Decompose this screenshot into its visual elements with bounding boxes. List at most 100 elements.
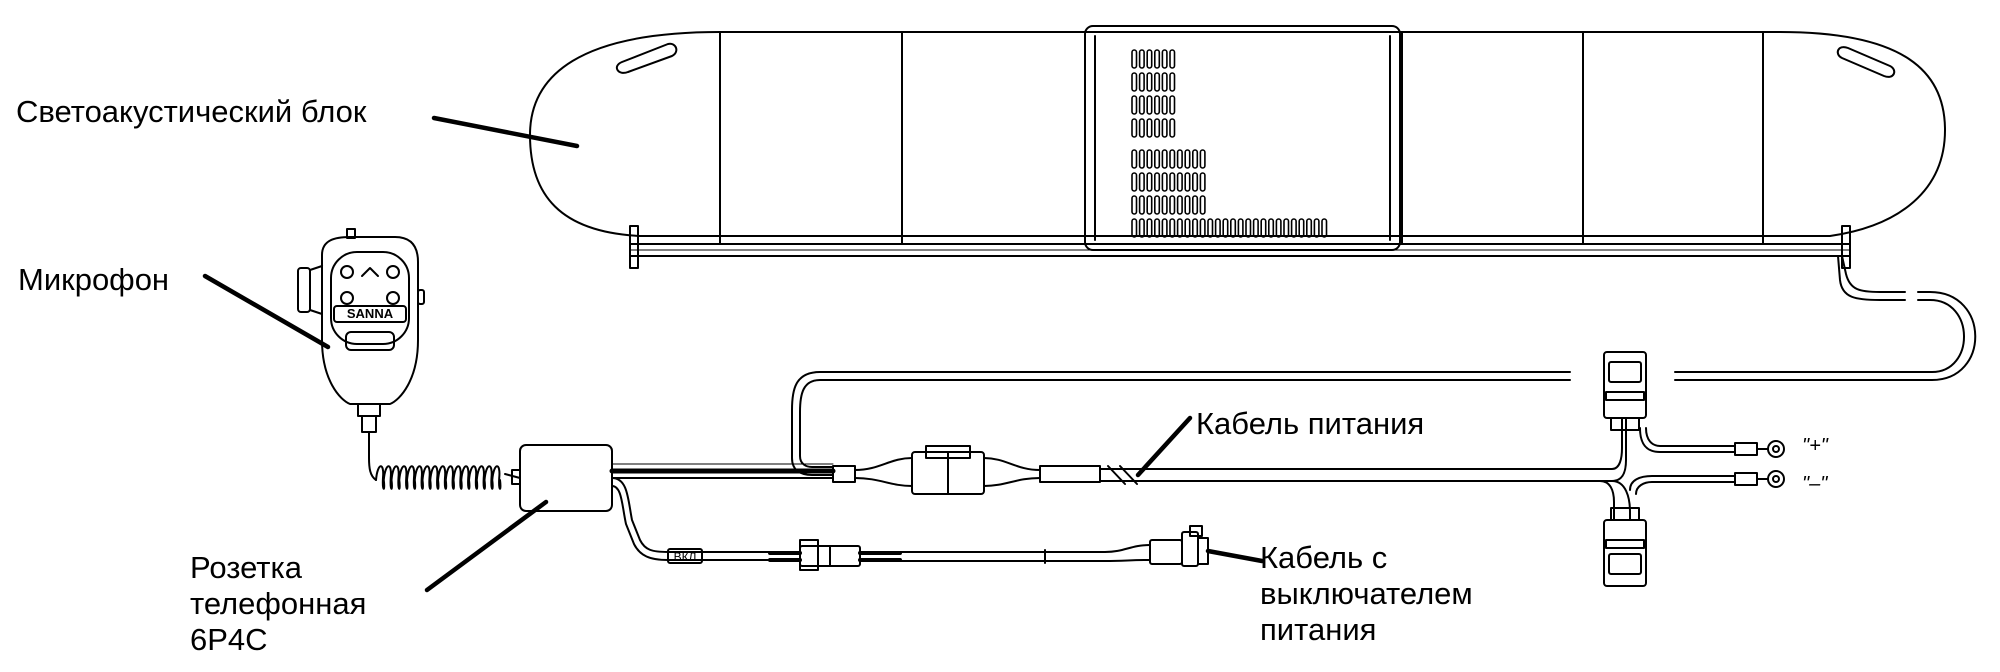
grille-slot [1146, 72, 1153, 92]
grille-slot [1283, 218, 1290, 238]
grille-slot [1169, 218, 1176, 238]
grille-slot [1207, 218, 1214, 238]
grille-slot [1131, 95, 1138, 115]
switch-cable [611, 477, 1209, 571]
grille-slot [1268, 218, 1275, 238]
grille-slot [1146, 49, 1153, 69]
plus-terminal-label: "+" [1802, 435, 1829, 457]
grille-slot [1237, 218, 1244, 238]
grille-slot [1161, 72, 1168, 92]
grille-slot [1199, 195, 1206, 215]
grille-slot [1131, 195, 1138, 215]
grille-slot [1313, 218, 1320, 238]
grille-slot [1131, 72, 1138, 92]
grille-slot [1131, 118, 1138, 138]
microphone [297, 228, 425, 433]
grille-slot [1184, 195, 1191, 215]
grille-slot [1154, 49, 1161, 69]
grille-slot [1199, 172, 1206, 192]
grille-slot [1146, 95, 1153, 115]
grille-slot [1131, 149, 1138, 169]
grille-slot [1169, 149, 1176, 169]
grille-slot [1138, 72, 1145, 92]
grille-slot [1154, 118, 1161, 138]
grille-slot [1199, 218, 1206, 238]
grille-slot [1138, 218, 1145, 238]
grille-slot [1192, 218, 1199, 238]
grille-slot [1199, 149, 1206, 169]
microphone-label: Микрофон [18, 262, 170, 297]
grille-slot [1192, 149, 1199, 169]
grille-slot [1146, 149, 1153, 169]
grille-slot [1138, 149, 1145, 169]
leader-lines [202, 115, 1265, 593]
grille-slot [1146, 172, 1153, 192]
grille-slot [1176, 172, 1183, 192]
light-bar [529, 25, 1946, 269]
light-unit-label: Светоакустический блок [16, 94, 367, 129]
grille-slot [1154, 95, 1161, 115]
switch-cable-label: Кабель с выключателем питания [1260, 540, 1473, 648]
grille-slot [1154, 172, 1161, 192]
switch-tag-text: ВКЛ [674, 550, 697, 564]
grille-slot [1154, 218, 1161, 238]
grille-slot [1176, 149, 1183, 169]
grille-slot [1290, 218, 1297, 238]
phone-socket-label: Розетка телефонная 6P4C [190, 550, 366, 658]
grille-slot [1176, 218, 1183, 238]
grille-slot [1222, 218, 1229, 238]
grille-slot [1161, 218, 1168, 238]
grille-slot [1138, 95, 1145, 115]
grille-slot [1169, 118, 1176, 138]
grille-slot [1161, 195, 1168, 215]
fuse-holder-top [1603, 351, 1647, 431]
grille-slot [1214, 218, 1221, 238]
grille-slot [1275, 218, 1282, 238]
main-power-cable [609, 417, 1631, 521]
grille-slot [1138, 49, 1145, 69]
phone-socket-label-line-2: телефонная [190, 586, 367, 621]
grille-slot [1154, 195, 1161, 215]
grille-slot [1192, 195, 1199, 215]
coiled-cord [368, 431, 521, 490]
grille-slot [1252, 218, 1259, 238]
grille-slot [1260, 218, 1267, 238]
switch-cable-label-line-3: питания [1260, 612, 1377, 647]
grille-slot [1138, 195, 1145, 215]
grille-slot [1138, 118, 1145, 138]
grille-slot [1245, 218, 1252, 238]
grille-slot [1154, 149, 1161, 169]
switch-cable-label-line-2: выключателем [1260, 576, 1473, 611]
terminal-plus [1639, 427, 1785, 458]
grille-slot [1184, 172, 1191, 192]
grille-slot [1138, 172, 1145, 192]
grille-slot [1184, 218, 1191, 238]
grille-slot [1169, 49, 1176, 69]
grille-slot [1192, 172, 1199, 192]
phone-socket-label-line-1: Розетка [190, 550, 302, 585]
grille-slot [1131, 49, 1138, 69]
minus-terminal-label: "–" [1802, 473, 1828, 495]
grille-slot [1169, 195, 1176, 215]
grille-slot [1146, 195, 1153, 215]
switch-cable-label-line-1: Кабель с [1260, 540, 1388, 575]
grille-slot [1184, 149, 1191, 169]
grille-slot [1230, 218, 1237, 238]
grille-slot [1161, 172, 1168, 192]
grille-slot [1169, 95, 1176, 115]
terminal-minus [1629, 470, 1785, 495]
speaker-grille [1131, 49, 1328, 238]
grille-slot [1298, 218, 1305, 238]
grille-slot [1161, 149, 1168, 169]
grille-slot [1169, 172, 1176, 192]
grille-slot [1306, 218, 1313, 238]
grille-slot [1131, 218, 1138, 238]
grille-slot [1154, 72, 1161, 92]
power-cable-label: Кабель питания [1196, 406, 1425, 441]
grille-slot [1161, 49, 1168, 69]
mic-brand-text: SANNA [347, 306, 394, 321]
bar-power-cable [791, 255, 1977, 476]
grille-slot [1169, 72, 1176, 92]
grille-slot [1146, 118, 1153, 138]
